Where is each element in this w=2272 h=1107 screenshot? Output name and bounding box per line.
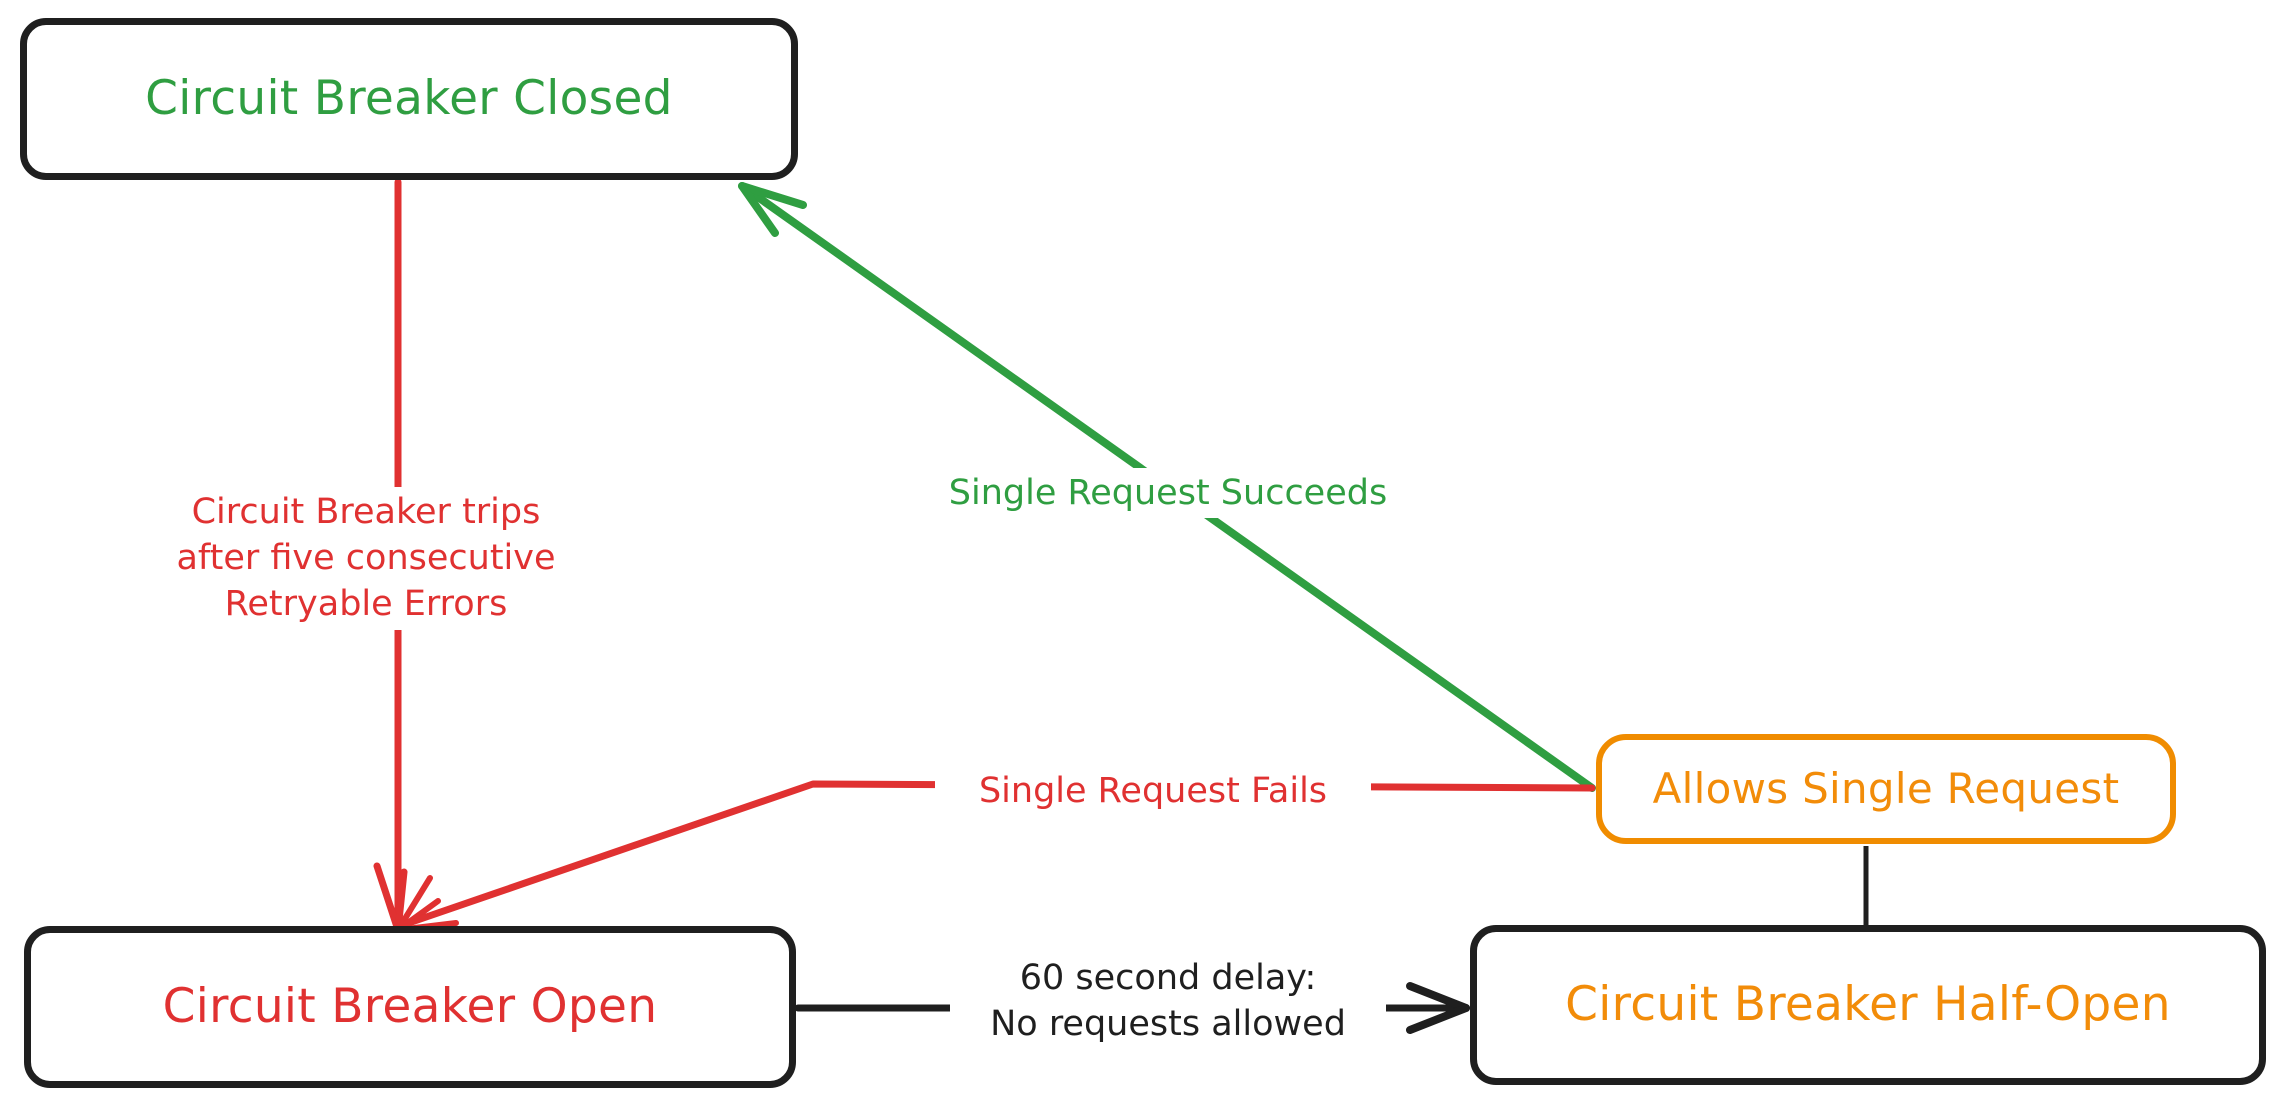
edge-open-to-halfopen [794, 982, 1470, 1034]
node-circuit-breaker-half-open[interactable]: Circuit Breaker Half-Open [1470, 925, 2266, 1085]
edge-allows-to-open [395, 780, 1596, 933]
node-label-allows: Allows Single Request [1652, 763, 2120, 813]
node-label-open: Circuit Breaker Open [162, 979, 658, 1035]
edge-allows-to-closed [738, 182, 1596, 792]
node-label-closed: Circuit Breaker Closed [145, 71, 673, 127]
node-label-half-open: Circuit Breaker Half-Open [1565, 977, 2171, 1033]
edge-closed-to-open [373, 178, 441, 934]
node-circuit-breaker-open[interactable]: Circuit Breaker Open [24, 926, 796, 1088]
node-circuit-breaker-closed[interactable]: Circuit Breaker Closed [20, 18, 798, 180]
node-allows-single-request[interactable]: Allows Single Request [1596, 734, 2176, 844]
